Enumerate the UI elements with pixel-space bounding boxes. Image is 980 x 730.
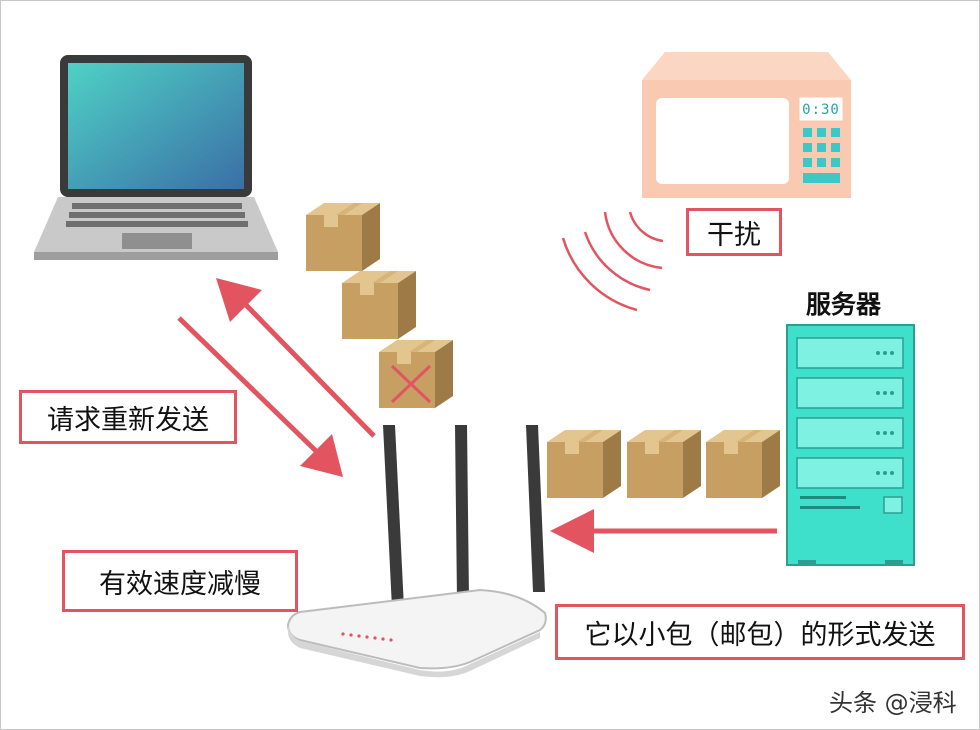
interference-waves-icon [561,211,664,312]
laptop-icon [34,55,278,260]
arrow-down-to-router-icon [177,316,343,477]
server-icon [786,324,915,566]
package-icon-5 [706,430,780,498]
watermark: 头条 @浸科 [829,689,957,717]
arrow-server-to-router-icon [550,509,777,553]
packet-transfer-label: 它以小包（邮包）的形式发送 [555,604,965,660]
speed-slowdown-label: 有效速度减慢 [62,550,298,612]
microwave-icon [642,52,851,198]
package-icon-3 [547,430,621,498]
resend-request-label: 请求重新发送 [19,390,237,444]
lost-package-icon [379,340,453,408]
server-label: 服务器 [806,290,882,319]
package-icon-1 [306,203,380,271]
router-icon [286,425,547,678]
arrow-up-to-laptop-icon [216,278,376,438]
microwave-timer: 0:30 [802,102,840,118]
package-icon-4 [627,430,701,498]
package-icon-2 [342,271,416,339]
interference-label: 干扰 [686,208,782,256]
